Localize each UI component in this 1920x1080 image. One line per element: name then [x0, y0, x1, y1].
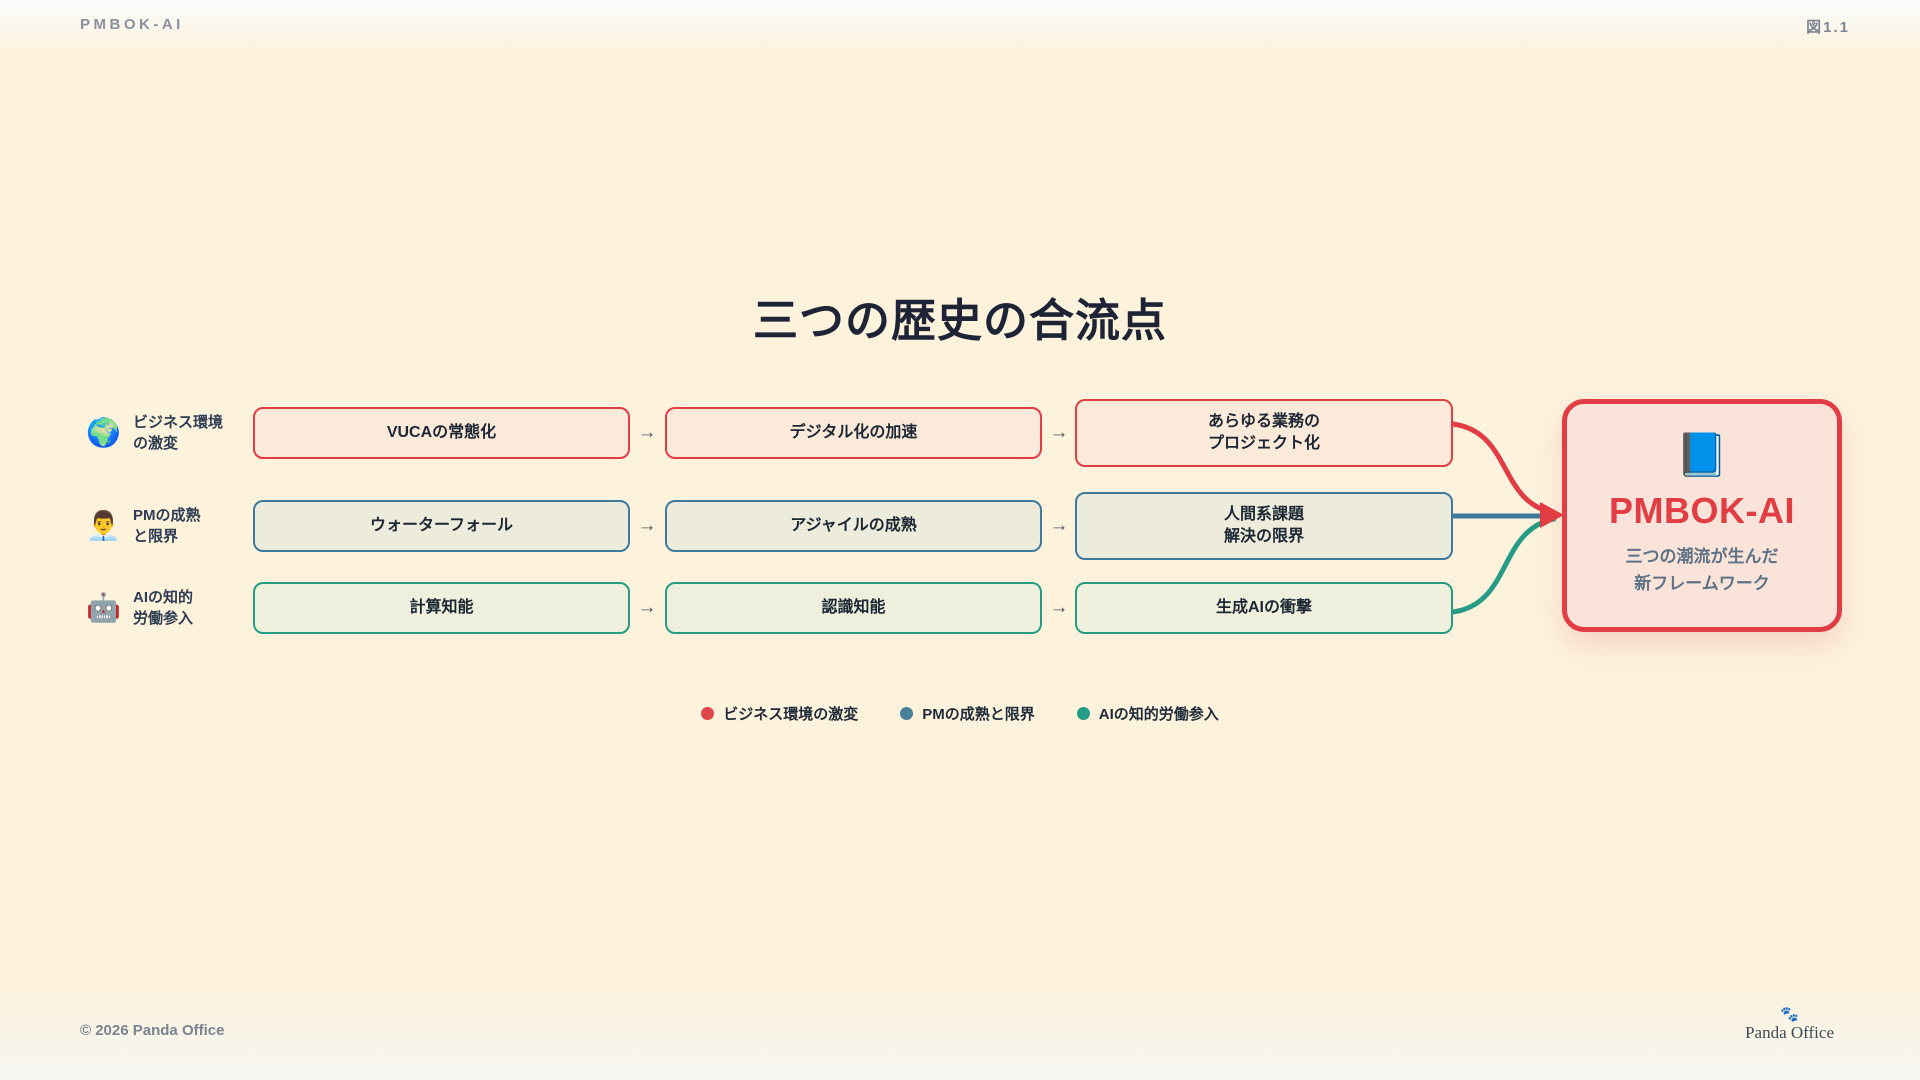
logo-text: Panda Office [1745, 1023, 1834, 1043]
page-title: 三つの歴史の合流点 [752, 295, 1167, 346]
stream-label: PMの成熟 と限界 [133, 507, 201, 545]
legend-dot-red [701, 707, 715, 720]
merge-arrowhead [1540, 502, 1564, 528]
robot-icon: 🤖 [86, 592, 121, 623]
legend-item-ai: AIの知的労働参入 [1076, 703, 1219, 724]
header-brand: PMBOK-AI [80, 16, 184, 33]
stage-box: VUCAの常態化 [253, 407, 630, 459]
stage-box: あらゆる業務の プロジェクト化 [1075, 399, 1453, 467]
paw-print-icon: 🐾 [1780, 1006, 1799, 1023]
stage-box: 生成AIの衝撃 [1075, 582, 1453, 634]
legend-label: AIの知的労働参入 [1098, 706, 1219, 723]
legend-item-pm: PMの成熟と限界 [900, 703, 1035, 724]
stream-label: ビジネス環境 の激変 [133, 414, 224, 452]
arrow-right-icon: → [637, 515, 657, 536]
legend-item-business: ビジネス環境の激変 [701, 703, 858, 724]
copyright-text: © 2026 Panda Office [80, 1022, 225, 1039]
office-worker-icon: 👨‍💼 [86, 510, 121, 541]
result-subtitle: 三つの潮流が生んだ 新フレームワーク [1625, 547, 1779, 593]
arrow-right-icon: → [637, 597, 657, 618]
result-box-pmbok-ai: 📘 PMBOK-AI 三つの潮流が生んだ 新フレームワーク [1562, 399, 1842, 632]
result-title: PMBOK-AI [1609, 490, 1795, 532]
stage-box: ウォーターフォール [253, 500, 630, 552]
arrow-right-icon: → [1049, 597, 1069, 618]
arrow-right-icon: → [1049, 515, 1069, 536]
legend-dot-green [1076, 707, 1090, 720]
legend: ビジネス環境の激変 PMの成熟と限界 AIの知的労働参入 [0, 703, 1920, 724]
stage-box: アジャイルの成熟 [665, 500, 1042, 552]
arrow-right-icon: → [637, 422, 657, 443]
figure-number: 図1.1 [1806, 19, 1850, 36]
stage-box: デジタル化の加速 [665, 407, 1042, 459]
globe-icon: 🌍 [86, 417, 121, 448]
legend-label: ビジネス環境の激変 [723, 706, 859, 723]
stage-box: 計算知能 [253, 582, 630, 634]
ai-curve [1450, 516, 1557, 615]
legend-label: PMの成熟と限界 [922, 706, 1035, 723]
stage-box: 人間系課題 解決の限界 [1075, 492, 1453, 560]
panda-office-logo: 🐾 Panda Office [1745, 1006, 1834, 1043]
arrow-right-icon: → [1049, 422, 1069, 443]
stream-label: AIの知的 労働参入 [133, 589, 194, 627]
stage-box: 認識知能 [665, 582, 1042, 634]
blue-book-icon: 📘 [1675, 431, 1729, 479]
business-curve [1450, 421, 1557, 516]
legend-dot-blue [900, 707, 914, 720]
